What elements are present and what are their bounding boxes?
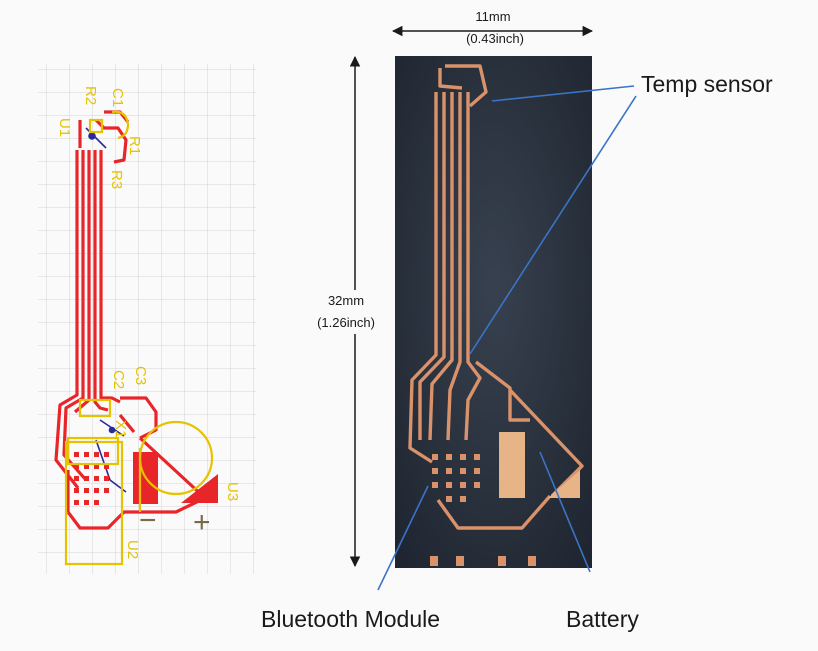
- height-inch-label: (1.26inch): [317, 315, 375, 330]
- pcb-photo: [395, 56, 592, 568]
- silk-c2: C2: [110, 370, 127, 389]
- photo-copper-traces: [408, 64, 584, 530]
- silk-r2: R2: [82, 86, 99, 105]
- pcb-layout-drawing: C1 R2 U1 R1 R3 C2 C3 X1 U3 U2 − +: [38, 64, 256, 574]
- layout-battery-plus-pad: [181, 474, 218, 503]
- layout-silkscreen: [64, 110, 214, 566]
- battery-label: Battery: [566, 606, 639, 632]
- photo-battery-pad: [499, 432, 525, 498]
- bluetooth-module-label: Bluetooth Module: [261, 606, 440, 632]
- silk-u3: U3: [224, 482, 241, 501]
- width-inch-label: (0.43inch): [466, 31, 524, 46]
- width-mm-label: 11mm: [475, 9, 510, 24]
- photo-bt-pads: [430, 454, 536, 566]
- silk-u1: U1: [56, 118, 73, 137]
- pcb-board: [395, 56, 592, 568]
- silk-c3: C3: [132, 366, 149, 385]
- temp-sensor-label: Temp sensor: [641, 71, 773, 97]
- polarity-minus: −: [139, 504, 157, 537]
- polarity-plus: +: [193, 506, 211, 539]
- callout-leaders: [377, 85, 637, 591]
- height-mm-label: 32mm: [328, 293, 364, 308]
- silk-c1: C1: [109, 88, 126, 107]
- layout-vias: [85, 127, 127, 493]
- silk-r1: R1: [126, 136, 143, 155]
- silk-x1: X1: [112, 420, 129, 438]
- layout-bt-pads: [74, 452, 109, 505]
- silkscreen-labels: C1 R2 U1 R1 R3 C2 C3 X1 U3 U2: [56, 86, 241, 559]
- silk-r3: R3: [108, 170, 125, 189]
- silk-u2: U2: [124, 540, 141, 559]
- height-label-backdrop: [302, 290, 390, 334]
